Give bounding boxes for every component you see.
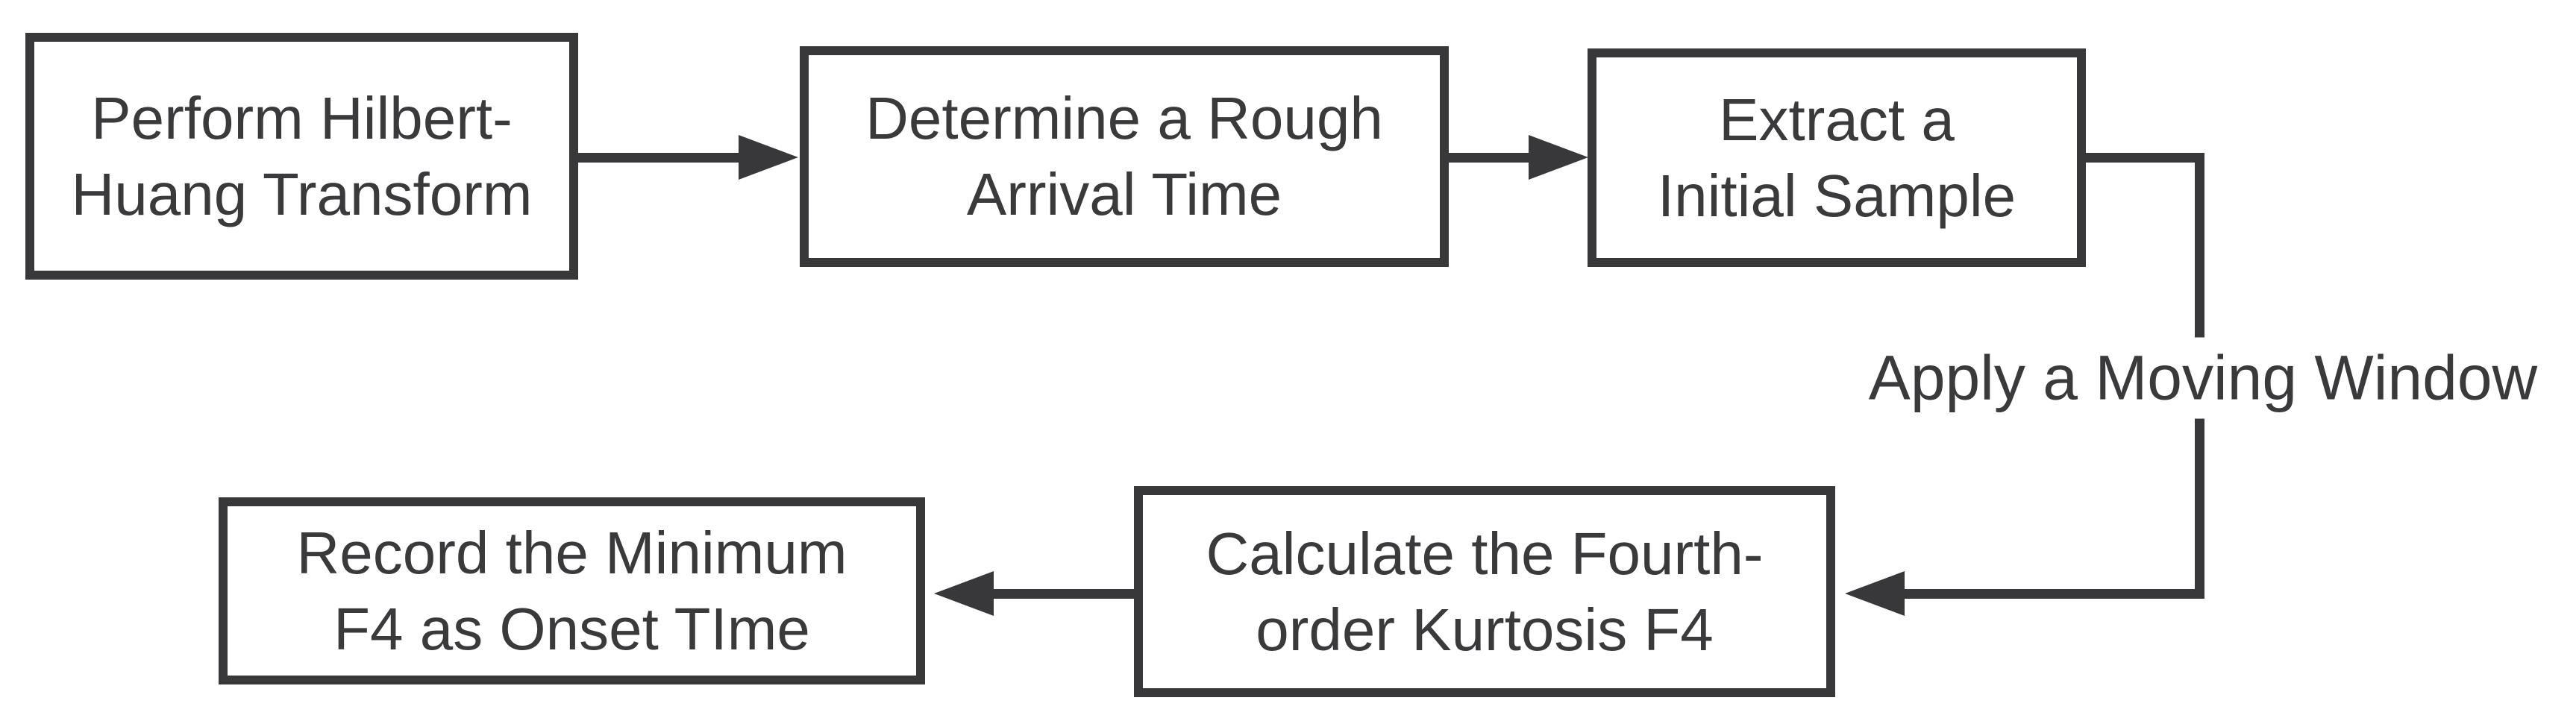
arrowhead-right-icon: [1529, 135, 1588, 180]
edge-label-apply-moving-window: Apply a Moving Window: [1853, 337, 2553, 419]
arrowhead-right-icon: [739, 135, 798, 180]
node-determine-rough-arrival-time: Determine a Rough Arrival Time: [800, 46, 1449, 267]
connector-hht-to-arrival: [578, 153, 741, 163]
node-text-line: Calculate the Fourth-: [1206, 520, 1764, 587]
node-text-line: Perform Hilbert-: [91, 84, 513, 151]
node-text-line: Huang Transform: [71, 160, 533, 227]
node-text-line: Initial Sample: [1657, 162, 2016, 229]
node-text-line: Determine a Rough: [865, 85, 1383, 151]
arrowhead-left-icon: [1845, 571, 1905, 616]
connector-kurtosis-to-record: [992, 589, 1134, 599]
connector-extract-right-segment: [2086, 153, 2204, 163]
node-text-line: F4 as Onset TIme: [333, 595, 810, 662]
node-text-line: Record the Minimum: [296, 519, 847, 586]
node-extract-initial-sample: Extract a Initial Sample: [1588, 48, 2086, 267]
node-perform-hilbert-huang-transform: Perform Hilbert- Huang Transform: [25, 33, 578, 280]
node-text-line: order Kurtosis F4: [1256, 596, 1714, 663]
node-text-line: Arrival Time: [966, 161, 1282, 227]
node-calculate-fourth-order-kurtosis: Calculate the Fourth- order Kurtosis F4: [1134, 486, 1835, 697]
connector-arrival-to-extract: [1449, 153, 1531, 163]
connector-extract-left-segment: [1902, 589, 2204, 599]
arrowhead-left-icon: [934, 571, 994, 616]
node-text-line: Extract a: [1719, 86, 1955, 153]
node-record-minimum-f4-onset-time: Record the Minimum F4 as Onset TIme: [219, 497, 925, 684]
